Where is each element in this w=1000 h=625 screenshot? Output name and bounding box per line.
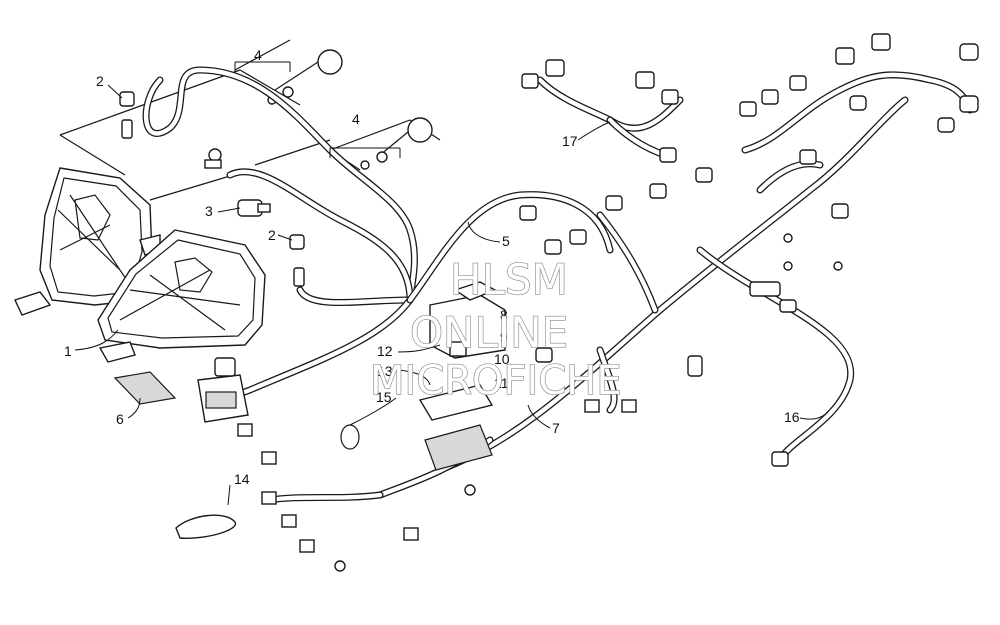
bulb-socket-lower [289,234,305,287]
callout-17: 17 [562,133,578,149]
bulb-socket-upper [119,91,135,139]
adjuster-knob-upper [267,49,343,105]
callout-3: 3 [205,203,213,219]
callout-4-lower: 4 [352,111,360,127]
adjuster-knob-lower [360,117,433,170]
callouts: 1 2 2 3 4 4 5 6 7 8 9 10 11 12 13 14 15 … [64,47,800,487]
alignment-lines [59,39,441,201]
callout-16: 16 [784,409,800,425]
watermark-line-1: HLSM [450,255,568,304]
callout-2-upper: 2 [96,73,104,89]
connectors [175,33,979,572]
callout-10: 10 [494,351,510,367]
callout-6: 6 [116,411,124,427]
callout-8: 8 [500,307,508,323]
watermark-line-3: MICROFICHE [370,358,622,404]
callout-7: 7 [552,420,560,436]
headlight-left [14,167,161,316]
watermark-line-2: ONLINE [410,308,568,357]
clamp-ring [340,424,360,450]
lens-sticker [113,371,177,405]
callout-13: 13 [377,363,393,379]
callout-2-lower: 2 [268,227,276,243]
callout-14: 14 [234,471,250,487]
callout-9: 9 [500,329,508,345]
callout-11: 11 [494,375,509,391]
wire-harness [142,66,974,504]
callout-12: 12 [377,343,393,359]
watermark: HLSM ONLINE MICROFICHE [369,254,622,404]
leader-lines [74,61,829,506]
callout-1: 1 [64,343,72,359]
callout-5: 5 [502,233,510,249]
headlight-right [97,229,266,363]
bulb-3 [204,148,271,217]
callout-15: 15 [376,389,392,405]
callout-4-upper: 4 [254,47,262,63]
